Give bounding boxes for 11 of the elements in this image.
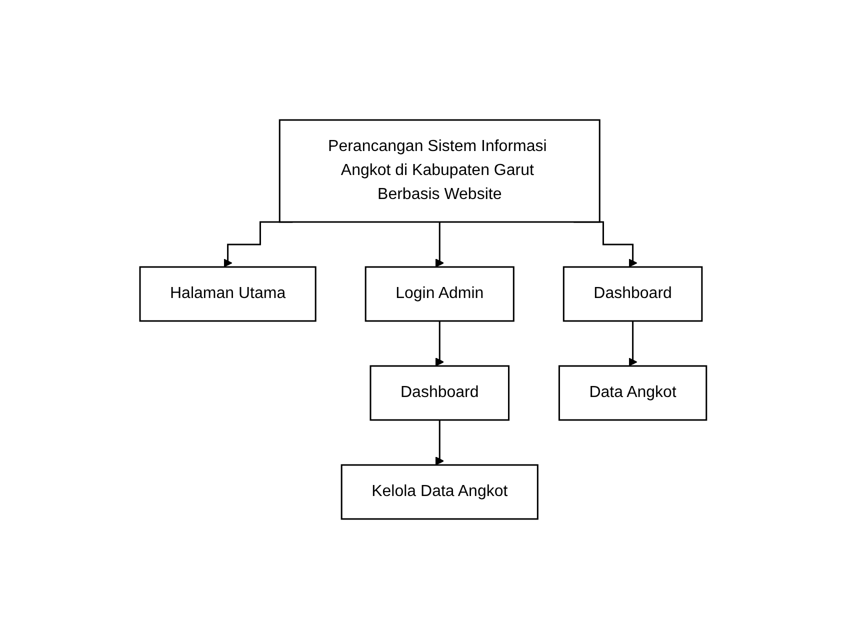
node-box: Halaman Utama (140, 266, 317, 322)
node-box: Kelola Data Angkot (341, 464, 539, 520)
node-box: Login Admin (365, 266, 515, 322)
node-box: Perancangan Sistem Informasi Angkot di Kabupaten Garut Berbasis Website (279, 119, 601, 223)
arrow (436, 320, 444, 366)
node-box: Dashboard (563, 266, 703, 322)
arrow (628, 320, 638, 366)
arrow (436, 419, 444, 466)
arrow (436, 221, 444, 268)
node-box: Data Angkot (558, 365, 708, 421)
node-box: Dashboard (370, 365, 510, 421)
